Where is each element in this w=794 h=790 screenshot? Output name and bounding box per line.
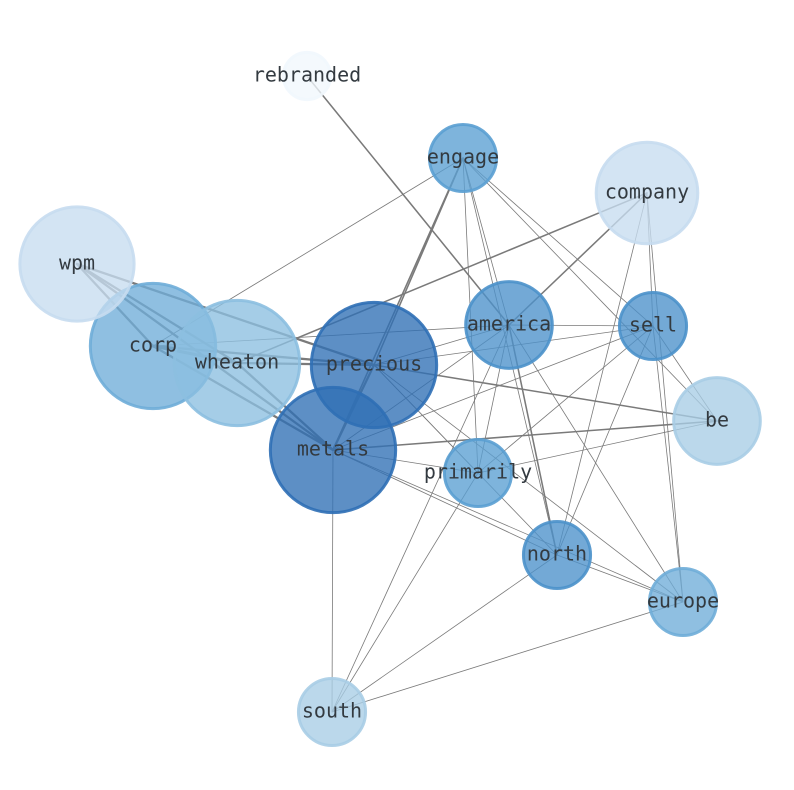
node-label-sell: sell xyxy=(629,313,677,337)
edge-north-south xyxy=(331,554,558,713)
node-rebranded[interactable] xyxy=(281,50,333,102)
edge-sell-north xyxy=(556,325,654,556)
edge-company-north xyxy=(556,192,648,556)
edge-company-wheaton xyxy=(236,192,648,364)
edge-engage-sell xyxy=(462,157,654,327)
edge-america-europe xyxy=(508,324,684,603)
edge-sell-primarily xyxy=(477,325,654,474)
edge-engage-be xyxy=(462,157,718,422)
node-north[interactable] xyxy=(521,519,593,591)
node-label-wpm: wpm xyxy=(59,251,95,275)
node-label-america: america xyxy=(467,312,551,336)
node-company[interactable] xyxy=(594,140,700,246)
node-south[interactable] xyxy=(296,676,368,748)
node-europe[interactable] xyxy=(647,566,719,638)
node-label-metals: metals xyxy=(297,437,369,461)
nodes-layer xyxy=(18,50,762,748)
node-label-engage: engage xyxy=(427,145,499,169)
node-engage[interactable] xyxy=(427,122,499,194)
node-sell[interactable] xyxy=(617,290,689,362)
edge-america-south xyxy=(331,324,510,713)
node-label-primarily: primarily xyxy=(424,460,532,484)
edge-europe-south xyxy=(331,601,684,713)
node-label-europe: europe xyxy=(647,589,719,613)
node-wpm[interactable] xyxy=(18,205,136,323)
node-label-rebranded: rebranded xyxy=(253,63,361,87)
node-label-wheaton: wheaton xyxy=(195,350,279,374)
node-label-precious: precious xyxy=(326,352,422,376)
node-be[interactable] xyxy=(672,376,762,466)
node-wheaton[interactable] xyxy=(172,298,302,428)
edge-primarily-south xyxy=(331,472,479,713)
edge-precious-europe xyxy=(373,364,684,603)
node-primarily[interactable] xyxy=(442,437,514,509)
node-america[interactable] xyxy=(464,280,554,370)
node-label-company: company xyxy=(605,180,689,204)
node-metals[interactable] xyxy=(268,385,398,515)
node-label-corp: corp xyxy=(129,333,177,357)
labels-layer: corp wheaton precious metals wpm company ameri… xyxy=(59,63,729,723)
edge-company-europe xyxy=(646,192,684,603)
node-label-south: south xyxy=(302,699,362,723)
node-label-be: be xyxy=(705,408,729,432)
node-label-north: north xyxy=(527,542,587,566)
edge-metals-be xyxy=(332,420,718,451)
edge-rebranded-america xyxy=(306,75,510,326)
edge-sell-europe xyxy=(652,325,684,603)
